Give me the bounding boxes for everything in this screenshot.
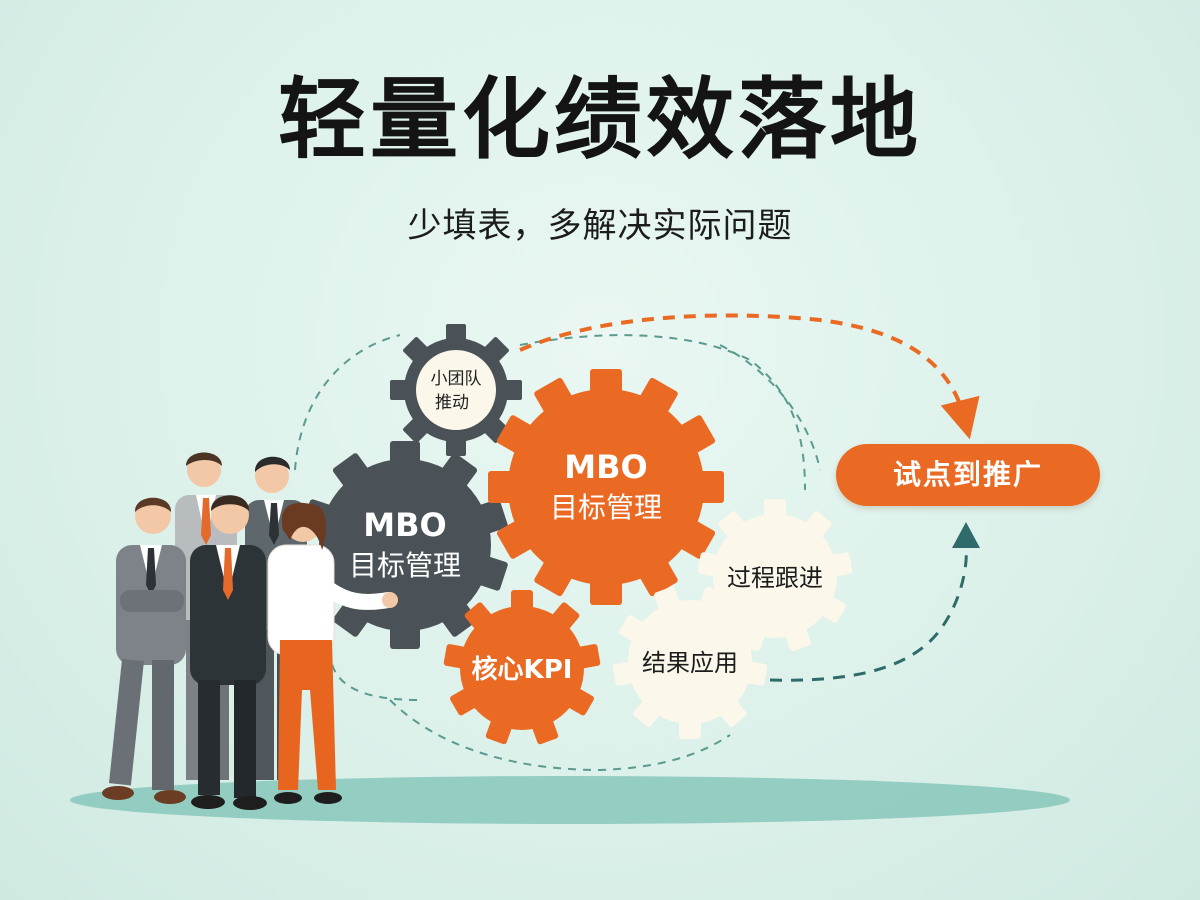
- gear-kpi: [443, 590, 601, 745]
- gear-mbo-gray-line1: MBO: [363, 506, 446, 544]
- business-team-people-icon: [102, 452, 398, 810]
- person-woman: [267, 502, 398, 804]
- pilot-to-rollout-button[interactable]: 试点到推广: [836, 444, 1100, 506]
- gear-mbo-orange-line1: MBO: [564, 448, 647, 486]
- arrow-head-up-icon: [952, 522, 980, 548]
- gear-result-label: 结果应用: [642, 649, 738, 677]
- gear-mbo-orange-line2: 目标管理: [550, 491, 662, 524]
- gear-small-team: [390, 324, 522, 456]
- gear-small-team-line1: 小团队: [431, 369, 482, 389]
- page-subtitle: 少填表，多解决实际问题: [407, 206, 793, 246]
- person-front-left: [102, 497, 186, 804]
- dashed-loop-lines: [294, 334, 821, 772]
- dashed-curved-arrow-top: [519, 313, 980, 440]
- page-title: 轻量化绩效落地: [277, 68, 922, 171]
- gear-mbo-orange: [488, 369, 724, 605]
- gear-process: [697, 499, 853, 652]
- gear-small-team-line2: 推动: [435, 393, 469, 413]
- gear-process-label: 过程跟进: [727, 564, 823, 592]
- gear-result: [612, 586, 768, 739]
- gear-kpi-label: 核心KPI: [472, 654, 573, 685]
- dashed-curved-arrow-bottom: [769, 544, 968, 682]
- person-front-center: [190, 495, 267, 810]
- gear-mbo-gray-line2: 目标管理: [349, 549, 461, 582]
